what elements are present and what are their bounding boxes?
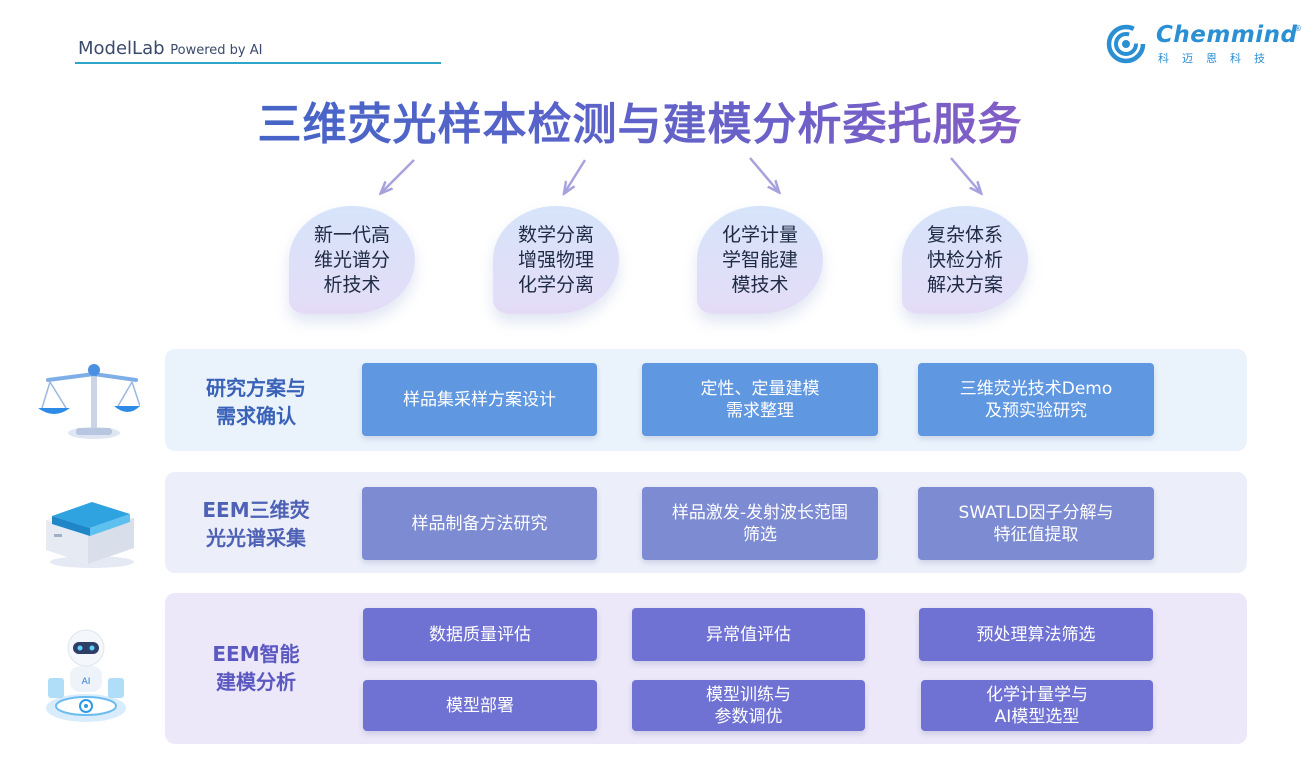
step-r3-4-line-2: AI模型选型 xyxy=(994,706,1080,727)
step-r3-4-line-1: 化学计量学与 xyxy=(986,684,1088,705)
row2-label: EEM三维荧 光光谱采集 xyxy=(186,496,326,552)
step-sample-prep: 样品制备方法研究 xyxy=(362,487,597,560)
title-arrow-2 xyxy=(565,159,587,192)
brand-main: ModelLab xyxy=(78,38,165,59)
step-r1-1-line-1: 样品集采样方案设计 xyxy=(403,389,556,410)
feature-2-line-2: 增强物理 xyxy=(517,248,594,271)
step-r3-5-line-1: 模型训练与 xyxy=(706,684,791,705)
feature-2-line-1: 数学分离 xyxy=(517,223,594,246)
title-arrow-1 xyxy=(382,159,415,192)
row2-label-line-2: 光光谱采集 xyxy=(206,526,306,550)
row3-label-line-1: EEM智能 xyxy=(212,642,300,666)
svg-text:AI: AI xyxy=(82,677,91,687)
step-swatld-extraction: SWATLD因子分解与 特征值提取 xyxy=(918,487,1154,560)
page-title: 三维荧光样本检测与建模分析委托服务 xyxy=(0,88,1280,152)
feature-drop-3: 化学计量 学智能建 模技术 xyxy=(697,206,823,314)
step-r2-2-line-2: 筛选 xyxy=(742,524,777,545)
brand-text: ModelLab Powered by AI xyxy=(78,38,262,59)
step-deployment: 模型部署 xyxy=(363,680,597,731)
step-r3-2-line-1: 异常值评估 xyxy=(706,624,791,645)
step-model-selection: 化学计量学与 AI模型选型 xyxy=(921,680,1153,731)
step-r2-3-line-1: SWATLD因子分解与 xyxy=(958,502,1114,523)
row2-label-line-1: EEM三维荧 xyxy=(202,498,310,522)
logo-registered-mark: ® xyxy=(1294,24,1302,33)
step-sampling-plan: 样品集采样方案设计 xyxy=(362,363,597,436)
step-r3-6-line-1: 模型部署 xyxy=(446,695,514,716)
title-arrow-3 xyxy=(749,157,778,191)
feature-3-line-3: 模技术 xyxy=(731,273,789,296)
logo-subtitle: 科迈恩科技 xyxy=(1158,52,1278,65)
spectrometer-box-icon xyxy=(46,502,134,568)
row3-label: EEM智能 建模分析 xyxy=(186,640,326,696)
row1-label: 研究方案与 需求确认 xyxy=(186,374,326,430)
feature-1-line-2: 维光谱分 xyxy=(313,248,390,271)
balance-scale-icon xyxy=(38,364,140,439)
step-training-tuning: 模型训练与 参数调优 xyxy=(632,680,865,731)
feature-4-line-2: 快检分析 xyxy=(926,248,1003,271)
feature-4-line-1: 复杂体系 xyxy=(926,223,1003,246)
step-r2-1-line-1: 样品制备方法研究 xyxy=(411,513,548,534)
ai-robot-icon: AI xyxy=(46,629,126,722)
step-wavelength-screening: 样品激发-发射波长范围 筛选 xyxy=(642,487,878,560)
step-outlier: 异常值评估 xyxy=(632,608,865,661)
step-modeling-needs: 定性、定量建模 需求整理 xyxy=(642,363,878,436)
step-r3-5-line-2: 参数调优 xyxy=(714,706,783,727)
brand-sub: Powered by AI xyxy=(170,43,263,58)
feature-1-line-1: 新一代高 xyxy=(313,223,390,246)
step-r2-2-line-1: 样品激发-发射波长范围 xyxy=(671,502,849,523)
chemmind-logo-icon xyxy=(1106,24,1146,64)
step-r2-3-line-2: 特征值提取 xyxy=(993,524,1079,545)
row1-label-line-1: 研究方案与 xyxy=(206,376,306,400)
feature-drop-2: 数学分离 增强物理 化学分离 xyxy=(493,206,619,314)
feature-2-line-3: 化学分离 xyxy=(517,273,594,296)
step-r3-1-line-1: 数据质量评估 xyxy=(429,624,531,645)
feature-3-line-1: 化学计量 xyxy=(721,223,798,246)
step-r1-2-line-2: 需求整理 xyxy=(726,400,794,421)
brand-underline xyxy=(75,62,441,64)
step-r1-3-line-2: 及预实验研究 xyxy=(984,400,1087,421)
row1-label-line-2: 需求确认 xyxy=(216,404,296,428)
step-preprocessing: 预处理算法筛选 xyxy=(919,608,1153,661)
logo-name: Chemmind xyxy=(1156,22,1298,48)
title-arrows xyxy=(382,157,980,192)
step-r3-3-line-1: 预处理算法筛选 xyxy=(976,624,1096,645)
step-r1-3-line-1: 三维荧光技术Demo xyxy=(959,378,1113,399)
step-r1-2-line-1: 定性、定量建模 xyxy=(700,378,820,399)
feature-4-line-3: 解决方案 xyxy=(926,273,1003,296)
feature-1-line-3: 析技术 xyxy=(323,273,381,296)
step-data-quality: 数据质量评估 xyxy=(363,608,597,661)
feature-drop-4: 复杂体系 快检分析 解决方案 xyxy=(902,206,1028,314)
feature-drop-1: 新一代高 维光谱分 析技术 xyxy=(289,206,415,314)
row3-label-line-2: 建模分析 xyxy=(216,670,296,694)
step-demo-preexperiment: 三维荧光技术Demo 及预实验研究 xyxy=(918,363,1154,436)
feature-3-line-2: 学智能建 xyxy=(721,248,798,271)
title-arrow-4 xyxy=(950,157,980,192)
